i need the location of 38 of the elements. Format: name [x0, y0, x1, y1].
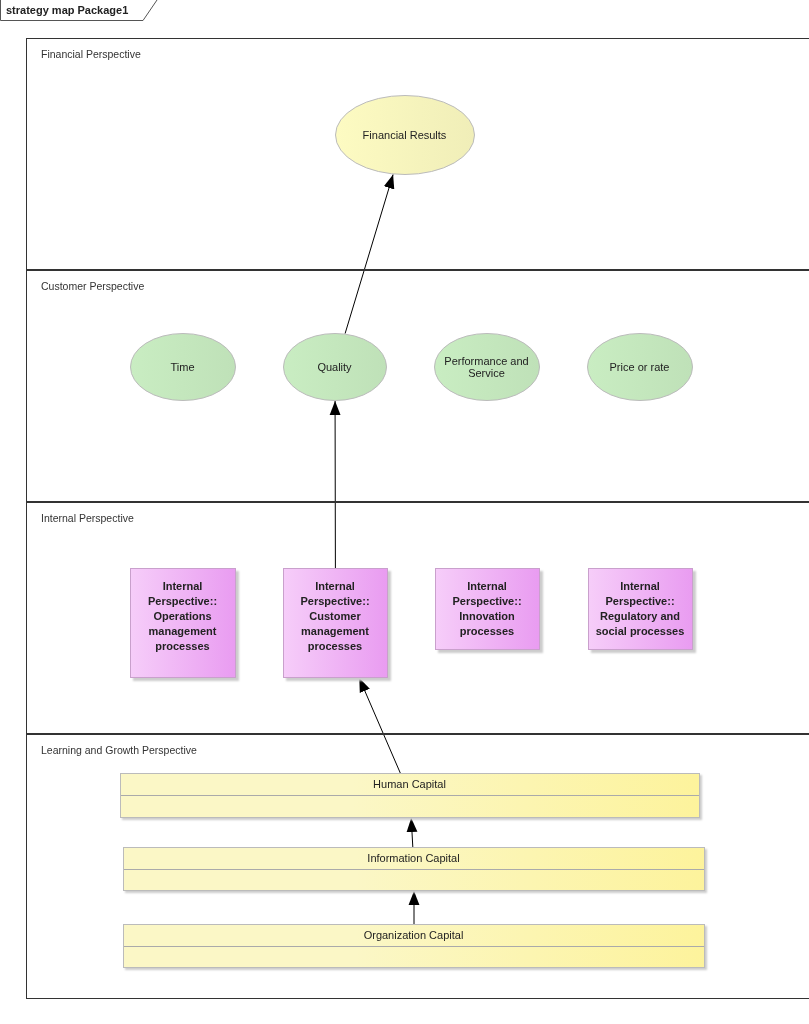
lane-heading: Learning and Growth Perspective [41, 744, 197, 756]
node-label: Information Capital [367, 851, 460, 864]
node-label: Human Capital [373, 777, 446, 790]
process-box [282, 567, 388, 678]
process-box [434, 567, 540, 650]
lane-heading: Customer Perspective [41, 280, 145, 292]
node-label: Quality [317, 360, 352, 373]
capital-bar [119, 772, 700, 818]
objective-ellipse [129, 332, 236, 401]
node-label: Internal Perspective:: Operations management processes [146, 578, 219, 654]
node-label: Internal Perspective:: Innovation processes [451, 578, 523, 639]
arrow [329, 400, 341, 569]
lane-heading: Financial Perspective [41, 48, 141, 60]
capital-bar [122, 923, 705, 968]
arrow [406, 817, 418, 848]
perspective-lane [26, 734, 809, 999]
node-label: Internal Perspective:: Regulatory and social processes [594, 578, 686, 639]
arrow [344, 173, 395, 335]
objective-ellipse [282, 332, 387, 401]
node-label: Performance and Service [443, 354, 530, 379]
process-box [129, 567, 236, 678]
capital-bar [122, 846, 705, 891]
perspective-lane [26, 270, 809, 502]
frame-title: strategy map Package1 [6, 4, 129, 16]
perspective-lane [26, 502, 809, 734]
node-label: Price or rate [609, 360, 670, 373]
process-box [587, 567, 693, 650]
node-label: Internal Perspective:: Customer management processes [299, 578, 371, 654]
arrow [408, 890, 420, 925]
node-label: Time [170, 360, 195, 373]
node-label: Financial Results [362, 128, 447, 141]
objective-ellipse [433, 332, 540, 401]
arrow [358, 677, 401, 774]
lane-heading: Internal Perspective [41, 512, 134, 524]
perspective-lane [26, 38, 809, 270]
objective-ellipse [586, 332, 693, 401]
node-label: Organization Capital [363, 928, 464, 941]
objective-ellipse [334, 94, 475, 175]
